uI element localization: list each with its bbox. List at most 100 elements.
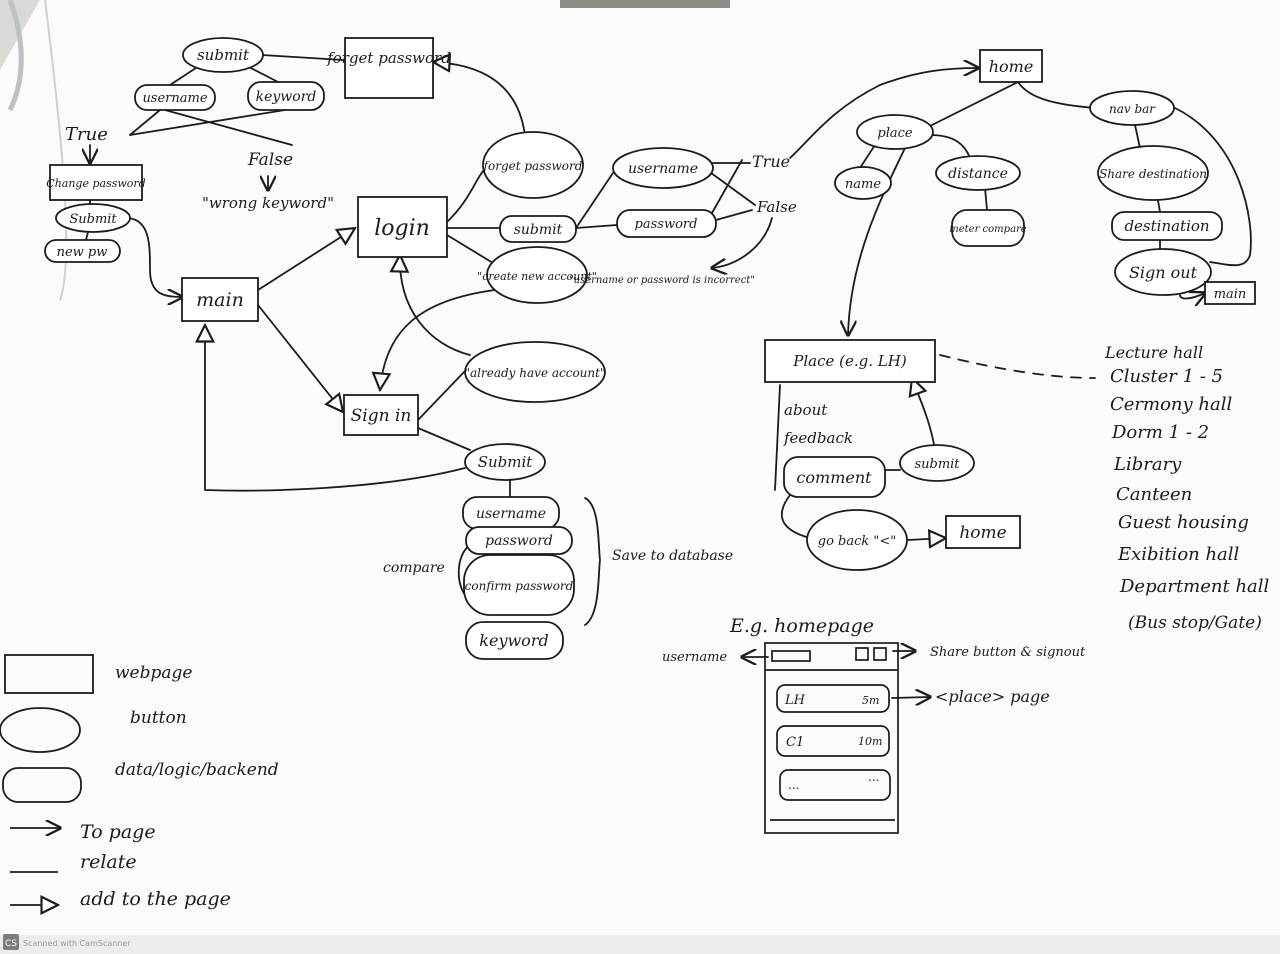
about-label: about bbox=[784, 401, 828, 419]
edge-main-login bbox=[257, 228, 355, 291]
true-left-label: True bbox=[65, 124, 108, 145]
legend-shapes bbox=[0, 654, 94, 905]
sign-out-button bbox=[1114, 248, 1212, 296]
edge-navbar-signout bbox=[1174, 107, 1252, 267]
phone-row-name: ... bbox=[788, 778, 799, 792]
edge-cross-login-2 bbox=[711, 159, 743, 214]
distance-button bbox=[935, 155, 1021, 191]
submit-top-label: submit bbox=[197, 46, 250, 64]
share-destination-label: Share destination bbox=[1099, 167, 1207, 181]
keyword-signin-label: keyword bbox=[479, 631, 548, 650]
place-list-item: Cluster 1 - 5 bbox=[1110, 366, 1223, 387]
phone-row-name: LH bbox=[784, 693, 806, 708]
name-button-label: name bbox=[845, 177, 881, 192]
main-small-label: main bbox=[1214, 287, 1247, 302]
username-top-data bbox=[134, 84, 216, 111]
camscanner-logo bbox=[3, 934, 19, 950]
edge-place-placepage bbox=[848, 147, 906, 335]
edge-false-incorrect bbox=[712, 217, 773, 268]
place-list-item: Dorm 1 - 2 bbox=[1111, 422, 1209, 443]
password-signin-label: password bbox=[485, 533, 553, 549]
example-title: E.g. homepage bbox=[729, 615, 874, 637]
confirm-password-data bbox=[463, 554, 575, 616]
destination-label: destination bbox=[1124, 217, 1209, 235]
place-list-item: Exibition hall bbox=[1117, 544, 1240, 565]
example-share-label: Share button & signout bbox=[930, 645, 1086, 660]
edge-cross-1 bbox=[164, 109, 293, 146]
submit-comment-button bbox=[899, 444, 975, 482]
destination-data bbox=[1111, 211, 1223, 241]
phone-frame bbox=[764, 642, 899, 834]
legend: webpage button data/logic/backend To pag… bbox=[0, 654, 279, 910]
edge-login-forgetbtn bbox=[446, 169, 485, 223]
edge-home-navbar bbox=[1017, 81, 1096, 109]
name-button bbox=[834, 166, 892, 200]
phone-row-frame bbox=[776, 684, 890, 713]
create-account-button bbox=[486, 246, 588, 304]
place-button bbox=[856, 114, 934, 150]
fields-brace-right bbox=[584, 497, 601, 626]
edge-cross-2 bbox=[129, 109, 286, 136]
go-back-button bbox=[806, 509, 908, 571]
clip bbox=[560, 0, 730, 8]
wrong-keyword-label: "wrong keyword" bbox=[202, 194, 334, 212]
main-small-page bbox=[1204, 281, 1256, 305]
submit-top-button bbox=[182, 37, 264, 73]
edge-navbar-share bbox=[1134, 124, 1141, 149]
submit-signin-label: Submit bbox=[478, 453, 534, 471]
create-account-label: "create new account" bbox=[477, 270, 597, 283]
change-password-label: Change password bbox=[46, 177, 145, 190]
new-pw-data bbox=[44, 239, 121, 263]
place-page-label: Place (e.g. LH) bbox=[792, 352, 907, 370]
home-page bbox=[979, 49, 1043, 83]
login-page-label: login bbox=[374, 216, 430, 241]
already-account-button bbox=[464, 341, 606, 403]
place-list-item: (Bus stop/Gate) bbox=[1128, 613, 1262, 633]
edges bbox=[86, 54, 1252, 698]
legend-webpage-shape bbox=[4, 654, 94, 694]
compare-label: compare bbox=[383, 560, 445, 576]
username-login-label: username bbox=[628, 161, 698, 177]
edge-home-place bbox=[929, 81, 1019, 127]
example-place-label: <place> page bbox=[935, 687, 1050, 706]
phone-signout-icon bbox=[873, 647, 887, 661]
phone-frame-group bbox=[764, 642, 899, 834]
nav-bar-button bbox=[1089, 90, 1175, 126]
edge-place-about bbox=[774, 384, 781, 491]
legend-webpage-label: webpage bbox=[115, 663, 192, 683]
phone-username-bar bbox=[771, 650, 811, 662]
home-page-label: home bbox=[989, 57, 1034, 76]
edge-login-create bbox=[446, 234, 494, 264]
edge-comment-goback bbox=[780, 494, 811, 539]
edge-already-login bbox=[400, 255, 471, 356]
password-login-data bbox=[616, 209, 717, 238]
camscanner-logo-letters: CS bbox=[5, 939, 17, 949]
place-list: Lecture hall Cluster 1 - 5 Cermony hall … bbox=[1104, 343, 1270, 633]
place-button-label: place bbox=[877, 126, 913, 141]
new-pw-label: new pw bbox=[57, 245, 108, 260]
meter-compare-data bbox=[951, 209, 1025, 247]
forget-password-btn-label: forget password bbox=[483, 159, 583, 173]
phone-row-frame bbox=[776, 725, 890, 757]
change-password-page bbox=[49, 164, 143, 201]
edge-submit-place bbox=[912, 378, 936, 451]
confirm-password-label: confirm password bbox=[465, 579, 574, 593]
password-signin-data bbox=[465, 526, 573, 555]
edge-submit-forget bbox=[261, 54, 344, 61]
node-labels: submit forget password username keyword … bbox=[46, 46, 1246, 650]
nav-bar-label: nav bar bbox=[1109, 102, 1156, 116]
edge-pass-false bbox=[715, 209, 753, 221]
submit-left-button bbox=[55, 203, 131, 233]
edge-distance-meter bbox=[984, 187, 988, 211]
login-page bbox=[357, 196, 448, 258]
example-homepage: E.g. homepage username Share button & si… bbox=[662, 615, 1086, 834]
password-login-label: password bbox=[635, 217, 698, 232]
username-signin-label: username bbox=[476, 506, 546, 522]
legend-button-label: button bbox=[130, 708, 187, 728]
place-list-item: Department hall bbox=[1119, 576, 1270, 597]
home-small-page bbox=[945, 515, 1021, 549]
edge-submit-main bbox=[127, 217, 182, 297]
submit-login-label: submit bbox=[514, 222, 563, 238]
place-list-item: Canteen bbox=[1116, 484, 1192, 505]
submit-signin-button bbox=[464, 443, 546, 481]
